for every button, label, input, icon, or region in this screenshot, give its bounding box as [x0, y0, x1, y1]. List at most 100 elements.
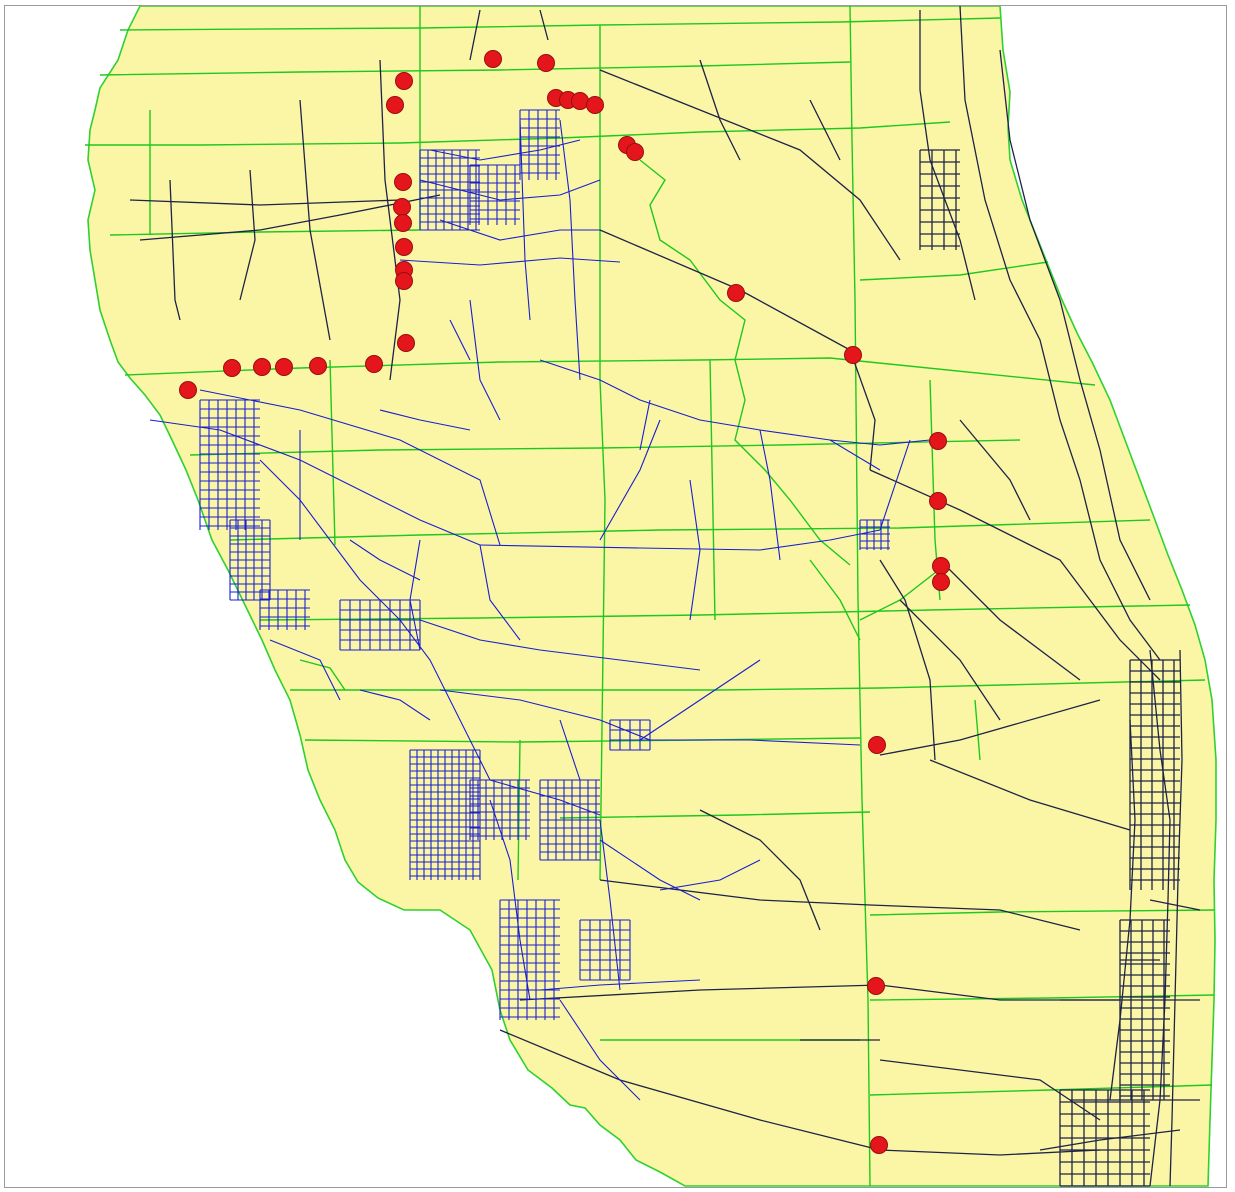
- county-boundary: [109, 229, 421, 236]
- local-road-line: [199, 389, 501, 546]
- urban-road-grid: [339, 599, 421, 651]
- station-point-marker: [394, 214, 412, 232]
- station-point-marker: [179, 381, 197, 399]
- station-point-marker: [395, 238, 413, 256]
- urban-road-grid: [229, 519, 271, 601]
- highway-line: [139, 194, 441, 241]
- urban-road-grid: [609, 719, 651, 751]
- station-point-marker: [626, 143, 644, 161]
- urban-road-grid: [409, 749, 481, 880]
- local-road-line: [359, 689, 431, 721]
- urban-road-grid: [199, 399, 260, 530]
- highway-line: [129, 199, 401, 206]
- highway-line: [999, 49, 1151, 601]
- urban-road-grid: [1119, 919, 1170, 1100]
- station-point-marker: [275, 358, 293, 376]
- local-road-network: [149, 109, 931, 1101]
- highway-line: [939, 559, 1081, 681]
- county-boundary: [290, 679, 1206, 691]
- highway-line: [499, 1029, 1101, 1156]
- highway-line: [959, 5, 1161, 661]
- highway-line: [379, 59, 401, 381]
- urban-road-grid: [1129, 659, 1180, 890]
- urban-road-grid: [499, 899, 560, 1020]
- station-points: [179, 50, 950, 1154]
- local-road-line: [559, 719, 581, 781]
- station-point-marker: [394, 173, 412, 191]
- local-road-line: [559, 999, 641, 1101]
- station-point-marker: [397, 334, 415, 352]
- highway-line: [699, 809, 821, 931]
- highway-line: [599, 879, 1081, 931]
- station-point-marker: [365, 355, 383, 373]
- county-boundary: [259, 604, 1191, 621]
- county-boundary: [809, 559, 861, 641]
- county-boundary: [869, 994, 1215, 1001]
- urban-road-grid: [469, 164, 520, 225]
- station-point-marker: [386, 96, 404, 114]
- urban-road-grid: [539, 779, 600, 861]
- local-road-line: [269, 639, 341, 701]
- local-road-line: [599, 839, 701, 901]
- urban-road-grid: [919, 149, 960, 250]
- highway-line: [879, 699, 1101, 756]
- county-boundary: [859, 261, 1049, 281]
- highway-line: [469, 9, 481, 61]
- local-road-line: [539, 979, 701, 991]
- station-point-marker: [537, 54, 555, 72]
- station-point-marker: [844, 346, 862, 364]
- local-road-line: [599, 419, 661, 541]
- highway-line: [699, 59, 741, 161]
- highway-line: [919, 10, 976, 301]
- county-boundaries: [85, 5, 1215, 1187]
- local-road-line: [689, 479, 701, 621]
- station-point-marker: [571, 92, 589, 110]
- local-road-line: [479, 529, 881, 551]
- station-point-marker: [870, 1136, 888, 1154]
- local-road-line: [559, 119, 581, 381]
- highway-line: [539, 9, 549, 41]
- station-point-marker: [223, 359, 241, 377]
- station-point-marker: [868, 736, 886, 754]
- local-road-line: [149, 419, 481, 546]
- local-road-line: [449, 319, 471, 361]
- major-roads: [129, 5, 1201, 1187]
- local-road-line: [659, 859, 761, 891]
- local-road-line: [639, 399, 651, 451]
- county-boundary: [709, 359, 716, 621]
- station-point-marker: [586, 96, 604, 114]
- urban-road-grid: [579, 919, 631, 981]
- county-boundary: [559, 811, 871, 819]
- local-road-line: [479, 544, 521, 641]
- county-boundary: [974, 699, 981, 761]
- local-road-line: [879, 439, 911, 531]
- local-road-line: [519, 119, 531, 321]
- local-road-line: [429, 139, 581, 161]
- local-road-line: [379, 409, 471, 431]
- county-boundary: [869, 909, 1215, 916]
- county-boundary: [639, 159, 851, 566]
- urban-road-grid: [1059, 1089, 1150, 1187]
- urban-road-grid: [259, 589, 310, 630]
- highway-line: [929, 759, 1131, 831]
- station-point-marker: [253, 358, 271, 376]
- station-point-marker: [393, 198, 411, 216]
- local-road-line: [639, 659, 761, 741]
- highway-line: [879, 559, 936, 761]
- county-boundary: [229, 519, 1151, 541]
- highway-line: [299, 99, 331, 341]
- local-road-line: [759, 429, 781, 561]
- urban-road-grid: [419, 149, 480, 231]
- station-point-marker: [932, 573, 950, 591]
- station-point-marker: [484, 50, 502, 68]
- county-boundary: [99, 61, 851, 76]
- local-road-line: [399, 257, 621, 266]
- land-area: [87, 5, 1217, 1187]
- local-road-line: [419, 619, 701, 671]
- station-point-marker: [395, 272, 413, 290]
- station-point-marker: [929, 492, 947, 510]
- station-point-marker: [867, 977, 885, 995]
- county-boundary: [869, 1084, 1213, 1096]
